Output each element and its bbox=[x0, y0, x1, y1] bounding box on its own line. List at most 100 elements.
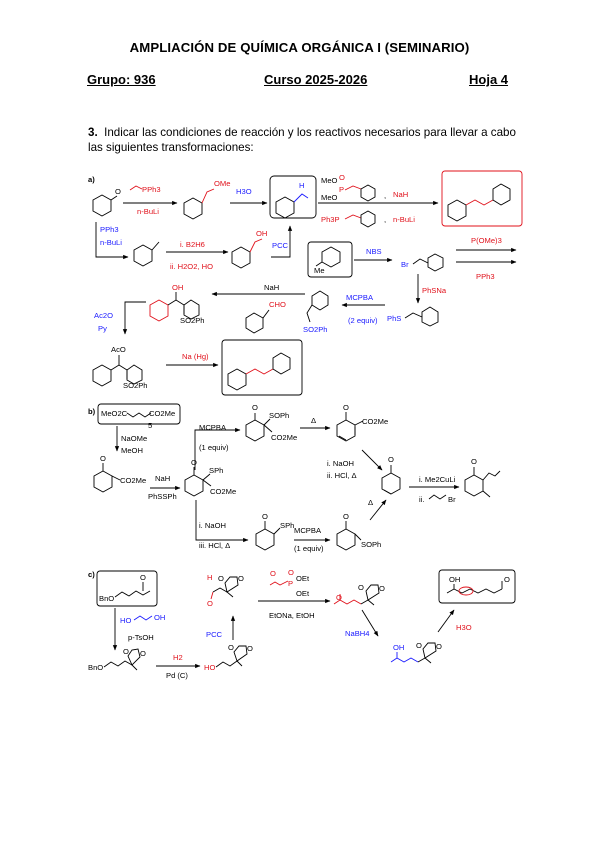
alkylated-cyclohexanone: O bbox=[464, 457, 501, 498]
svg-text:Δ: Δ bbox=[311, 416, 316, 425]
svg-text:OEt: OEt bbox=[296, 589, 310, 598]
svg-text:Δ: Δ bbox=[368, 498, 373, 507]
svg-text:MeOH: MeOH bbox=[121, 446, 143, 455]
product-box-a bbox=[221, 339, 303, 396]
methylenecyclohexane bbox=[133, 241, 160, 267]
nahg-reagent: Na (Hg) bbox=[182, 352, 209, 361]
product-box-c bbox=[438, 569, 516, 604]
svg-text:i. NaOH: i. NaOH bbox=[199, 521, 226, 530]
h3o-reagent: H3O bbox=[236, 187, 252, 196]
svg-text:OEt: OEt bbox=[296, 574, 310, 583]
ketoester: O CO2Me bbox=[93, 454, 146, 493]
svg-text:MCPBA: MCPBA bbox=[199, 423, 227, 432]
start-box-c bbox=[96, 570, 158, 607]
svg-text:O: O bbox=[343, 512, 349, 521]
svg-text:P: P bbox=[288, 579, 293, 588]
svg-text:ii.: ii. bbox=[419, 495, 424, 504]
aldehyde-ketal: H O O O bbox=[207, 573, 244, 608]
svg-text:O: O bbox=[343, 403, 349, 412]
part-a: a) O PPh3 n-BuLi OMe H3O H MeO MeO P bbox=[88, 170, 523, 396]
svg-text:MeO2C: MeO2C bbox=[101, 409, 128, 418]
svg-text:H3O: H3O bbox=[456, 623, 472, 632]
hydroxy-enone-product: OH O bbox=[446, 575, 510, 596]
svg-text:OH: OH bbox=[256, 229, 267, 238]
svg-text:O: O bbox=[288, 568, 294, 577]
benzyl-phenyl-sulfone: SO2Ph bbox=[303, 290, 329, 334]
phsna-reagent: PhSNa bbox=[422, 286, 447, 295]
svg-text:Ph3P: Ph3P bbox=[321, 215, 340, 224]
allylic-alcohol-ketal: OH O O bbox=[390, 641, 442, 664]
arrow-b5 bbox=[361, 449, 383, 471]
svg-text:OH: OH bbox=[449, 575, 460, 584]
svg-text:O: O bbox=[123, 647, 129, 656]
svg-text:PCC: PCC bbox=[206, 630, 223, 639]
nbuli-reagent-2: n-BuLi bbox=[393, 215, 415, 224]
styryl-cyclohexane bbox=[447, 183, 511, 222]
ylide-reagent: PPh3 bbox=[142, 185, 161, 194]
pph3-b-reagent: PPh3 bbox=[476, 272, 495, 281]
svg-text:CO2Me: CO2Me bbox=[120, 476, 146, 485]
svg-text:MeO: MeO bbox=[321, 176, 338, 185]
svg-text:O: O bbox=[504, 575, 510, 584]
svg-text:iii. HCl, Δ: iii. HCl, Δ bbox=[199, 541, 230, 550]
svg-text:5: 5 bbox=[148, 421, 152, 430]
svg-text:HO: HO bbox=[204, 663, 215, 672]
svg-text:OMe: OMe bbox=[214, 179, 230, 188]
svg-text:O: O bbox=[238, 574, 244, 583]
benzyl-ketal: BnO O O bbox=[88, 647, 146, 672]
arrow-b3 bbox=[194, 427, 241, 470]
svg-text:,: , bbox=[384, 191, 386, 200]
arrow-c5 bbox=[361, 609, 379, 637]
svg-text:NaH: NaH bbox=[155, 474, 170, 483]
svg-text:(1 equiv): (1 equiv) bbox=[199, 443, 229, 452]
svg-text:O: O bbox=[218, 574, 224, 583]
nah-reagent-2: NaH bbox=[264, 283, 279, 292]
svg-text:MCPBA: MCPBA bbox=[294, 526, 322, 535]
arrow-b7 bbox=[195, 500, 249, 543]
cyclohexanecarbaldehyde-2: CHO bbox=[245, 300, 286, 334]
svg-text:O: O bbox=[339, 173, 345, 182]
svg-text:SO2Ph: SO2Ph bbox=[303, 325, 327, 334]
part-b: b) MeO2C CO2Me 5 NaOMe MeOH O CO2Me NaH … bbox=[88, 403, 501, 553]
svg-text:(1 equiv): (1 equiv) bbox=[294, 544, 324, 553]
beta-acetoxy-sulfone: AcO SO2Ph bbox=[92, 345, 147, 390]
toluene: Me bbox=[314, 246, 341, 275]
svg-text:P: P bbox=[339, 185, 344, 194]
svg-text:SPh: SPh bbox=[209, 466, 223, 475]
svg-text:SOPh: SOPh bbox=[361, 540, 381, 549]
py-reagent: Py bbox=[98, 324, 107, 333]
svg-text:H2: H2 bbox=[173, 653, 183, 662]
ac2o-reagent: Ac2O bbox=[94, 311, 113, 320]
svg-text:O: O bbox=[115, 187, 121, 196]
h2o2-reagent: ii. H2O2, HO bbox=[170, 262, 213, 271]
svg-text:O: O bbox=[191, 458, 197, 467]
svg-text:ii. HCl, Δ: ii. HCl, Δ bbox=[327, 471, 357, 480]
svg-text:BnO: BnO bbox=[88, 663, 103, 672]
phenylthio-cyclohexanone: O SPh bbox=[255, 512, 294, 551]
toluene-box bbox=[307, 241, 353, 278]
svg-text:O: O bbox=[436, 642, 442, 651]
diester-box bbox=[97, 403, 181, 425]
svg-text:O: O bbox=[247, 644, 253, 653]
arrow-a13 bbox=[122, 301, 146, 335]
nbuli-reagent-1: n-BuLi bbox=[137, 207, 159, 216]
svg-text:OH: OH bbox=[154, 613, 165, 622]
pph3-reagent: PPh3 bbox=[100, 225, 119, 234]
cyclohexenone: O bbox=[381, 455, 401, 495]
cyclohexylmethanol: OH bbox=[231, 229, 267, 269]
mcpba-equiv: (2 equiv) bbox=[348, 316, 378, 325]
svg-text:O: O bbox=[252, 403, 258, 412]
course-label: Curso 2025-2026 bbox=[264, 72, 368, 87]
svg-text:PhSSPh: PhSSPh bbox=[148, 492, 177, 501]
svg-text:CHO: CHO bbox=[269, 300, 286, 309]
b2h6-reagent: i. B2H6 bbox=[180, 240, 205, 249]
enone-ester: O CO2Me bbox=[336, 403, 388, 442]
aldehyde-box bbox=[269, 175, 317, 219]
part-b-label: b) bbox=[88, 407, 96, 416]
svg-text:i. NaOH: i. NaOH bbox=[327, 459, 354, 468]
cyclohexanone-a: O bbox=[92, 187, 121, 217]
svg-text:Me: Me bbox=[314, 266, 325, 275]
svg-text:O: O bbox=[262, 512, 268, 521]
svg-text:OH: OH bbox=[172, 283, 183, 292]
